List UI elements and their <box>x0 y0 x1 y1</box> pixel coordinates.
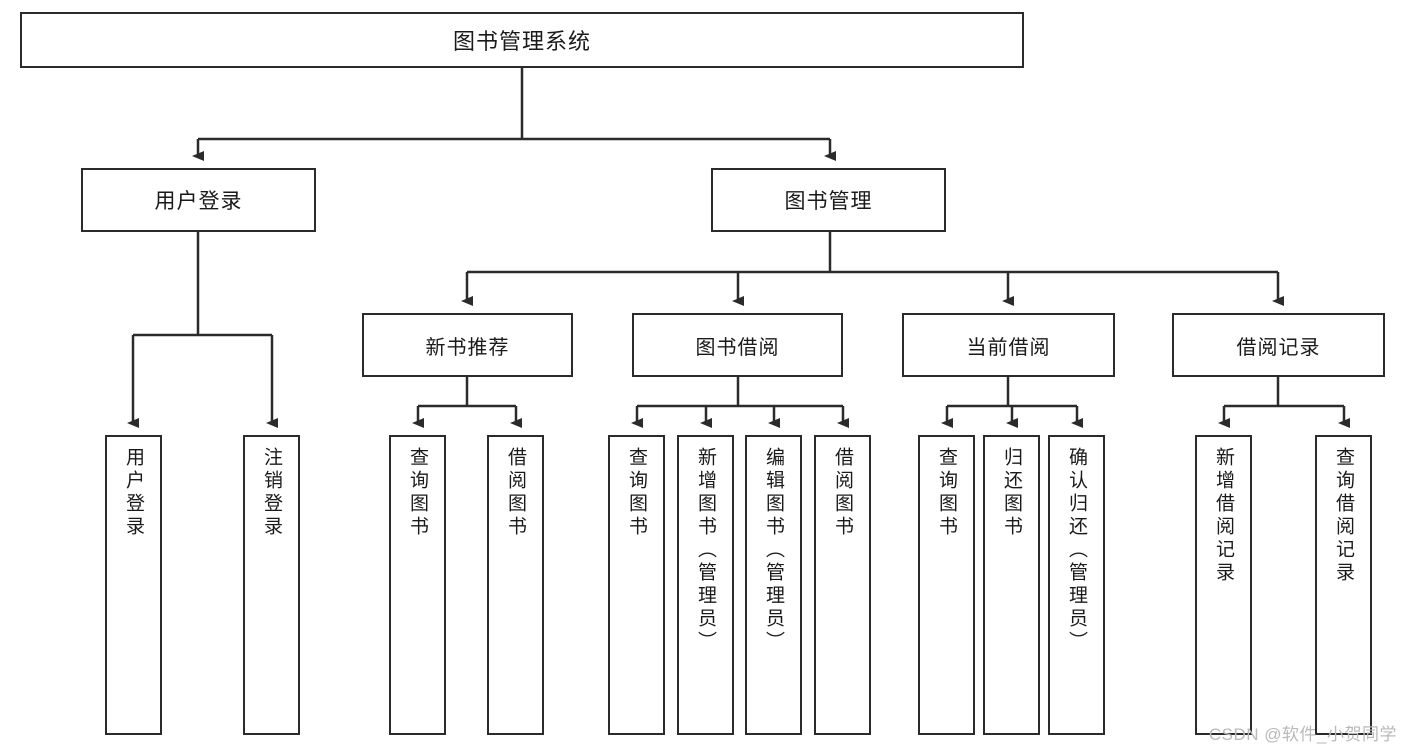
node-book-management[interactable]: 图书管理 <box>711 168 946 232</box>
leaf-add-borrow-record[interactable]: 新增借阅记录 <box>1195 435 1252 735</box>
leaf-borrow-book-recommend[interactable]: 借阅图书 <box>487 435 544 735</box>
leaf-confirm-return-admin[interactable]: 确认归还（管理员） <box>1048 435 1105 735</box>
node-label: 新增图书（管理员） <box>695 447 716 654</box>
node-label: 图书管理 <box>784 190 873 213</box>
node-label: 查询图书 <box>407 447 428 539</box>
node-label: 确认归还（管理员） <box>1066 447 1087 654</box>
node-label: 编辑图书（管理员） <box>763 447 784 654</box>
leaf-return-book[interactable]: 归还图书 <box>983 435 1040 735</box>
node-label: 借阅图书 <box>832 447 853 539</box>
node-book-borrow[interactable]: 图书借阅 <box>632 313 843 377</box>
node-user-login[interactable]: 用户登录 <box>81 168 316 232</box>
node-label: 新增借阅记录 <box>1213 447 1234 585</box>
leaf-edit-book-admin[interactable]: 编辑图书（管理员） <box>745 435 802 735</box>
node-borrow-record[interactable]: 借阅记录 <box>1172 313 1385 377</box>
node-label: 注销登录 <box>261 447 282 539</box>
node-label: 当前借阅 <box>966 336 1051 359</box>
leaf-query-borrow-record[interactable]: 查询借阅记录 <box>1315 435 1372 735</box>
leaf-borrow-book[interactable]: 借阅图书 <box>814 435 871 735</box>
node-label: 查询图书 <box>936 447 957 539</box>
leaf-user-login[interactable]: 用户登录 <box>105 435 162 735</box>
node-label: 归还图书 <box>1001 447 1022 539</box>
leaf-query-book[interactable]: 查询图书 <box>608 435 665 735</box>
leaf-query-book-recommend[interactable]: 查询图书 <box>389 435 446 735</box>
node-label: 查询借阅记录 <box>1333 447 1354 585</box>
leaf-add-book-admin[interactable]: 新增图书（管理员） <box>677 435 734 735</box>
node-label: 用户登录 <box>123 447 144 539</box>
node-label: 图书借阅 <box>695 336 780 359</box>
node-label: 用户登录 <box>154 190 243 213</box>
node-label: 图书管理系统 <box>452 29 591 54</box>
node-label: 借阅记录 <box>1236 336 1321 359</box>
watermark: CSDN @软件_小贺同学 <box>1208 725 1397 744</box>
leaf-user-logout[interactable]: 注销登录 <box>243 435 300 735</box>
node-current-borrow[interactable]: 当前借阅 <box>902 313 1115 377</box>
leaf-query-book-current[interactable]: 查询图书 <box>918 435 975 735</box>
node-label: 新书推荐 <box>425 336 510 359</box>
node-root-system[interactable]: 图书管理系统 <box>20 12 1024 68</box>
node-new-book-recommend[interactable]: 新书推荐 <box>362 313 573 377</box>
node-label: 查询图书 <box>626 447 647 539</box>
node-label: 借阅图书 <box>505 447 526 539</box>
